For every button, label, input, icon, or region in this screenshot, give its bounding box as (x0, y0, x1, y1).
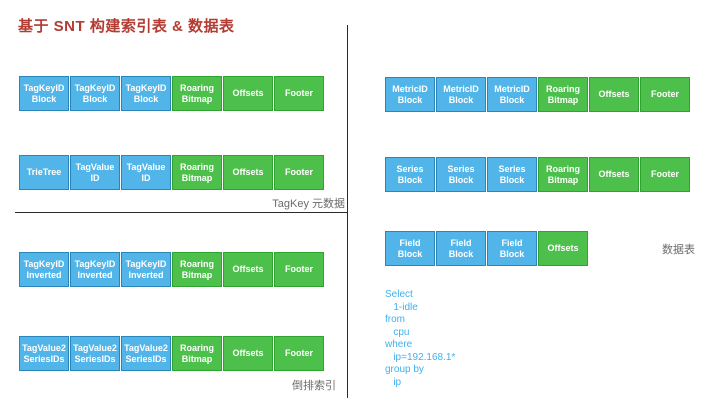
block-cell: Field Block (436, 231, 486, 266)
block-cell: Field Block (487, 231, 537, 266)
block-cell: MetricID Block (436, 77, 486, 112)
block-cell: Roaring Bitmap (172, 336, 222, 371)
inverted-index-label: 倒排索引 (292, 380, 336, 392)
block-cell: Roaring Bitmap (172, 252, 222, 287)
tagkey-block-row: TagKeyID Block TagKeyID Block TagKeyID B… (19, 76, 324, 111)
sql-line: from (385, 314, 405, 325)
block-cell: Field Block (385, 231, 435, 266)
sql-query-snippet: Select 1-idle from cpu where ip=192.168.… (385, 289, 455, 389)
block-cell: MetricID Block (385, 77, 435, 112)
sql-line: cpu (385, 326, 410, 338)
block-cell: Roaring Bitmap (538, 157, 588, 192)
sql-line: Select (385, 289, 413, 300)
block-cell: TagValue2 SeriesIDs (70, 336, 120, 371)
block-cell: TagKeyID Block (19, 76, 69, 111)
block-cell: TagKeyID Inverted (70, 252, 120, 287)
block-cell: Footer (640, 77, 690, 112)
block-cell: Series Block (487, 157, 537, 192)
block-cell: MetricID Block (487, 77, 537, 112)
block-cell: TagKeyID Block (121, 76, 171, 111)
trietree-tagvalue-row: TrieTree TagValue ID TagValue ID Roaring… (19, 155, 324, 190)
block-cell: Roaring Bitmap (172, 155, 222, 190)
block-cell: TagValue ID (121, 155, 171, 190)
block-cell: Series Block (385, 157, 435, 192)
sql-line: where (385, 339, 413, 350)
block-cell: Footer (640, 157, 690, 192)
metricid-block-row: MetricID Block MetricID Block MetricID B… (385, 77, 690, 112)
block-cell: Offsets (589, 157, 639, 192)
block-cell: Footer (274, 155, 324, 190)
block-cell: Offsets (538, 231, 588, 266)
sql-line: ip=192.168.1* (385, 351, 456, 363)
sql-line: 1-idle (385, 301, 418, 313)
block-cell: TagKeyID Inverted (121, 252, 171, 287)
horizontal-divider (15, 212, 347, 213)
block-cell: TagValue2 SeriesIDs (121, 336, 171, 371)
tagvalue-seriesids-row: TagValue2 SeriesIDs TagValue2 SeriesIDs … (19, 336, 324, 371)
block-cell: Offsets (223, 336, 273, 371)
block-cell: Offsets (223, 155, 273, 190)
block-cell: Offsets (223, 76, 273, 111)
block-cell: Roaring Bitmap (538, 77, 588, 112)
block-cell: Roaring Bitmap (172, 76, 222, 111)
field-block-row: Field Block Field Block Field Block Offs… (385, 231, 588, 266)
tagkeyid-inverted-row: TagKeyID Inverted TagKeyID Inverted TagK… (19, 252, 324, 287)
sql-line: ip (385, 376, 402, 388)
vertical-divider (347, 25, 348, 398)
block-cell: Footer (274, 252, 324, 287)
block-cell: TrieTree (19, 155, 69, 190)
tagkey-metadata-label: TagKey 元数据 (272, 198, 345, 210)
block-cell: TagValue2 SeriesIDs (19, 336, 69, 371)
block-cell: Footer (274, 76, 324, 111)
block-cell: TagValue ID (70, 155, 120, 190)
block-cell: Offsets (589, 77, 639, 112)
block-cell: TagKeyID Block (70, 76, 120, 111)
block-cell: Footer (274, 336, 324, 371)
block-cell: Offsets (223, 252, 273, 287)
data-table-label: 数据表 (662, 244, 695, 256)
page-title: 基于 SNT 构建索引表 & 数据表 (18, 18, 235, 35)
block-cell: Series Block (436, 157, 486, 192)
series-block-row: Series Block Series Block Series Block R… (385, 157, 690, 192)
sql-line: group by (385, 364, 424, 375)
block-cell: TagKeyID Inverted (19, 252, 69, 287)
